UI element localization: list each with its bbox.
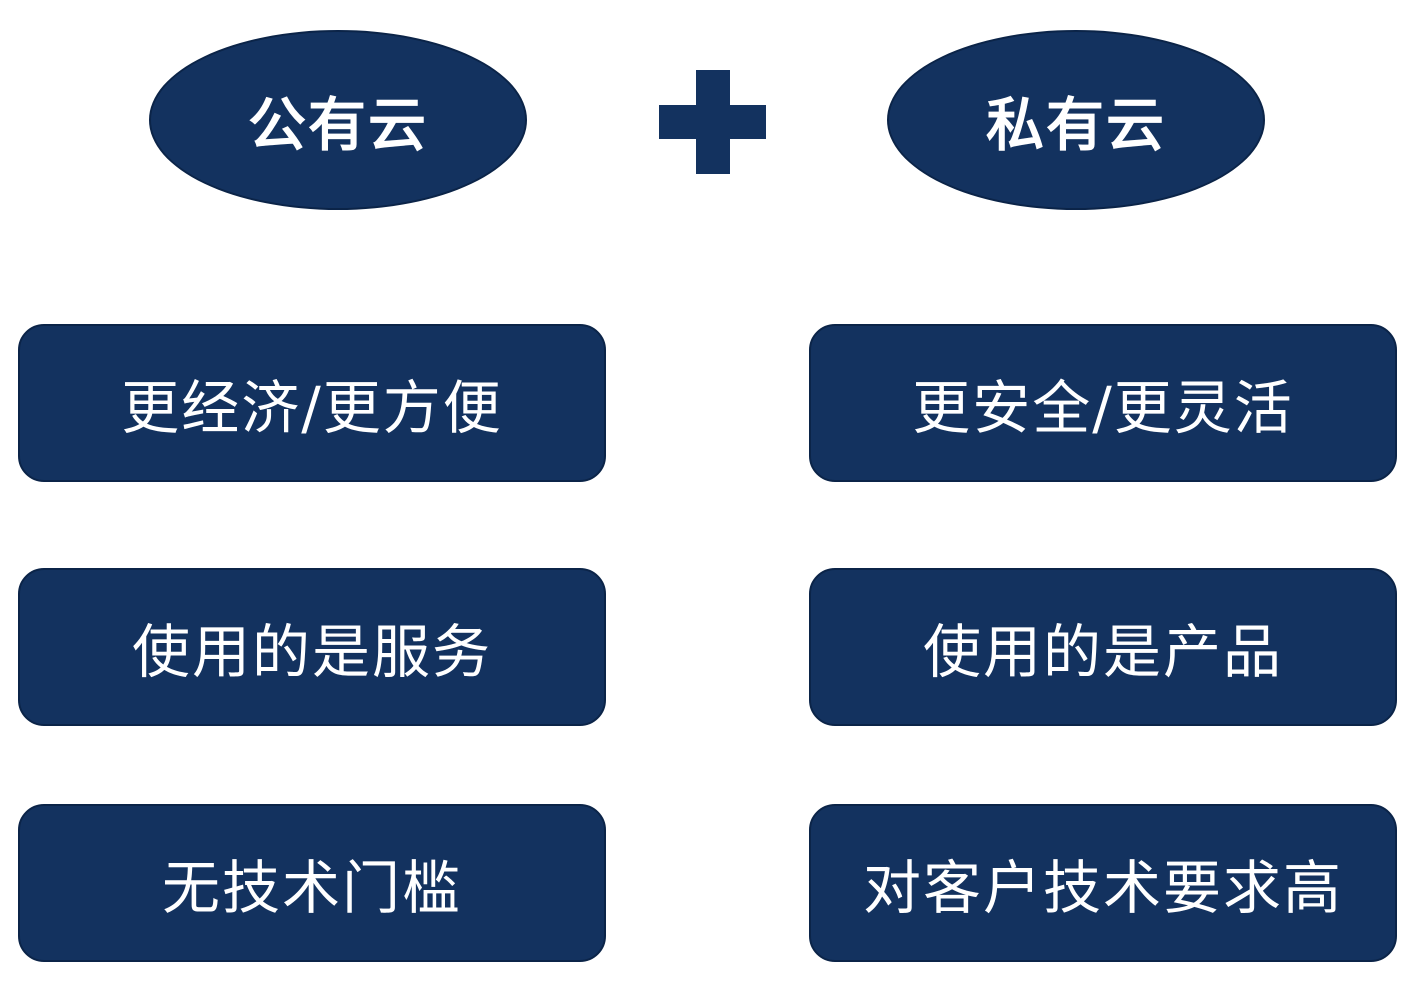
- public-cloud-ellipse: 公有云: [149, 30, 527, 210]
- public-feature-text: 无技术门槛: [161, 854, 462, 922]
- plus-icon: [659, 70, 766, 174]
- public-feature-box-2: 使用的是服务: [18, 568, 606, 726]
- public-feature-text: 使用的是服务: [131, 618, 492, 686]
- private-feature-box-1: 更安全/更灵活: [809, 324, 1397, 482]
- public-feature-box-3: 无技术门槛: [18, 804, 606, 962]
- private-feature-box-2: 使用的是产品: [809, 568, 1397, 726]
- public-cloud-label: 公有云: [247, 91, 428, 159]
- public-feature-box-1: 更经济/更方便: [18, 324, 606, 482]
- private-feature-text: 使用的是产品: [922, 618, 1283, 686]
- private-feature-text: 更安全/更灵活: [912, 374, 1294, 442]
- plus-vertical-bar: [696, 70, 730, 174]
- private-cloud-label: 私有云: [985, 91, 1166, 159]
- private-cloud-ellipse: 私有云: [887, 30, 1265, 210]
- private-feature-box-3: 对客户技术要求高: [809, 804, 1397, 962]
- private-feature-text: 对客户技术要求高: [862, 854, 1343, 922]
- public-feature-text: 更经济/更方便: [121, 374, 503, 442]
